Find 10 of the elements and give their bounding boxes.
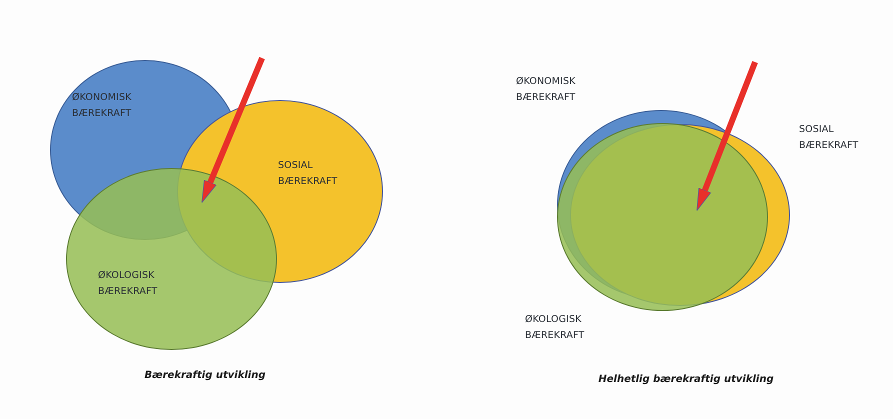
ellipse-label: SOSIAL BÆREKRAFT	[278, 159, 338, 189]
ellipse-label: ØKONOMISK BÆREKRAFT	[516, 75, 576, 105]
ellipse-label: ØKOLOGISK BÆREKRAFT	[525, 313, 586, 343]
caption: Bærekraftig utvikling	[144, 370, 266, 381]
caption: Helhetlig bærekraftig utvikling	[598, 374, 774, 385]
ellipse-label: SOSIAL BÆREKRAFT	[799, 123, 860, 153]
ellipse-label: ØKONOMISK BÆREKRAFT	[72, 91, 132, 121]
arrow	[696, 60, 758, 212]
ellipse-label: ØKOLOGISK BÆREKRAFT	[98, 269, 158, 299]
arrow	[202, 56, 265, 203]
